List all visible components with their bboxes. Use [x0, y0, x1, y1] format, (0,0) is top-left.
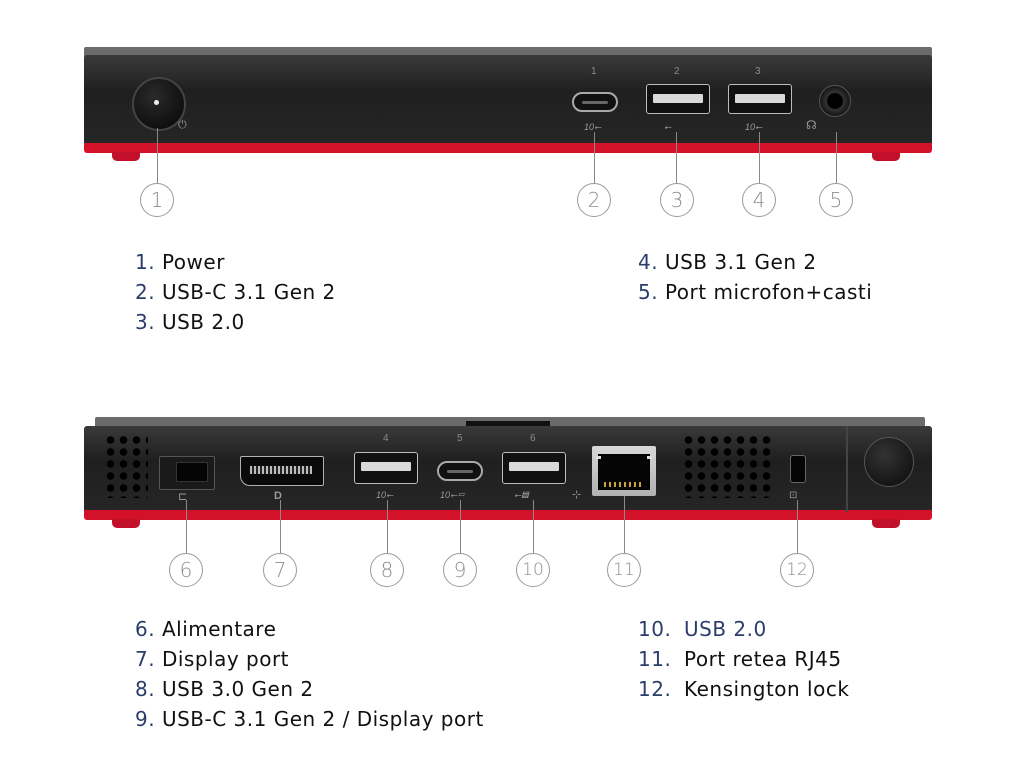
- front-usb-c-port: [572, 92, 618, 112]
- displayport-pins: [250, 466, 312, 474]
- callout-line-12: [797, 500, 798, 554]
- legend-item: 6. Alimentare: [135, 617, 277, 641]
- power-plug-icon: ⊏: [178, 491, 188, 503]
- headset-icon: ☊: [806, 118, 817, 132]
- back-legend-left: 6. Alimentare 7. Display port 8. USB 3.0…: [135, 614, 484, 734]
- front-usb-31-speed-label: 10⭠: [745, 122, 762, 133]
- callout-5: 5: [819, 183, 853, 217]
- rj45-led-right: [647, 456, 652, 459]
- right-vent-grille: [682, 434, 774, 498]
- callout-line-6: [186, 500, 187, 554]
- lock-icon: ⊡: [789, 490, 798, 501]
- callout-12: 12: [780, 553, 814, 587]
- callout-9: 9: [443, 553, 477, 587]
- front-panel: ⏻ 1 2 3 10⭠ ⭠ 10⭠ ☊ 1 2 3 4 5: [0, 0, 1015, 230]
- legend-item: 4. USB 3.1 Gen 2: [638, 250, 817, 274]
- callout-line-7: [280, 500, 281, 554]
- back-usb-c-speed-label: 10⭠▭: [440, 490, 464, 501]
- left-vent-grille: [104, 434, 148, 498]
- front-usb-2-icon: ⭠: [664, 122, 672, 132]
- back-usb-c-port: [437, 461, 483, 481]
- callout-7: 7: [263, 553, 297, 587]
- back-usb-30-speed-label: 10⭠: [376, 490, 393, 501]
- power-input-socket: [176, 462, 208, 482]
- callout-1: 1: [140, 183, 174, 217]
- legend-item: 10.USB 2.0: [638, 617, 767, 641]
- callout-4: 4: [742, 183, 776, 217]
- callout-6: 6: [169, 553, 203, 587]
- legend-item: 9. USB-C 3.1 Gen 2 / Display port: [135, 707, 484, 731]
- usb-30-speed: 10: [376, 490, 387, 500]
- port-number-3: 3: [755, 66, 761, 77]
- legend-item: 12.Kensington lock: [638, 677, 850, 701]
- kensington-slot: [790, 455, 806, 483]
- power-button[interactable]: [132, 77, 186, 131]
- callout-line-5: [836, 132, 837, 184]
- callout-line-9: [460, 500, 461, 554]
- front-foot-right: [872, 152, 900, 161]
- rj45-pins: [604, 482, 644, 487]
- back-usb-30-port: [354, 452, 418, 484]
- round-cap: [864, 437, 914, 487]
- back-lid-notch: [466, 421, 550, 427]
- back-red-strip: [84, 510, 932, 520]
- legend-item: 8. USB 3.0 Gen 2: [135, 677, 314, 701]
- front-foot-left: [112, 152, 140, 161]
- usb-trident-icon: ⭠: [594, 122, 602, 132]
- callout-line-2: [594, 132, 595, 184]
- front-legend-left: 1. Power 2. USB-C 3.1 Gen 2 3. USB 2.0: [135, 247, 336, 337]
- port-number-4: 4: [383, 433, 389, 444]
- rj45-led-left: [596, 456, 601, 459]
- usb-keyboard-icon: ⭠▤: [514, 490, 529, 500]
- legend-item: 1. Power: [135, 250, 225, 274]
- usb-c-speed: 10: [440, 490, 451, 500]
- back-foot-right: [872, 519, 900, 528]
- callout-2: 2: [577, 183, 611, 217]
- legend-item: 7. Display port: [135, 647, 290, 671]
- usb-31-speed: 10: [745, 122, 756, 132]
- legend-item: 3. USB 2.0: [135, 310, 245, 334]
- port-number-6: 6: [530, 433, 536, 444]
- usb-c-speed: 10: [584, 122, 595, 132]
- back-panel: ⊏ D 4 5 6 10⭠ 10⭠▭ ⭠▤ ⊹ ⊡ 6 7 8 9 10 11 …: [0, 400, 1015, 600]
- callout-8: 8: [370, 553, 404, 587]
- legend-item: 5. Port microfon+casti: [638, 280, 873, 304]
- front-legend-right: 4. USB 3.1 Gen 2 5. Port microfon+casti: [638, 247, 872, 307]
- back-usb-20-port: [502, 452, 566, 484]
- power-led: [154, 100, 159, 105]
- back-foot-left: [112, 519, 140, 528]
- port-number-2: 2: [674, 66, 680, 77]
- front-chassis: [84, 55, 932, 145]
- legend-item: 2. USB-C 3.1 Gen 2: [135, 280, 336, 304]
- callout-line-1: [157, 128, 158, 184]
- callout-10: 10: [516, 553, 550, 587]
- callout-3: 3: [660, 183, 694, 217]
- legend-item: 11.Port retea RJ45: [638, 647, 842, 671]
- usb-trident-icon: ⭠: [386, 490, 394, 500]
- displayport-icon: D: [274, 490, 282, 502]
- callout-11: 11: [607, 553, 641, 587]
- callout-line-4: [759, 132, 760, 184]
- network-icon: ⊹: [572, 489, 582, 501]
- audio-jack: [819, 85, 851, 117]
- front-usb-2-port: [646, 84, 710, 114]
- callout-line-3: [676, 132, 677, 184]
- back-legend-right: 10.USB 2.0 11.Port retea RJ45 12.Kensing…: [638, 614, 849, 704]
- port-number-1: 1: [591, 66, 597, 77]
- front-usb-c-speed-label: 10⭠: [584, 122, 601, 133]
- front-usb-31-port: [728, 84, 792, 114]
- front-red-strip: [84, 143, 932, 153]
- power-icon: ⏻: [178, 118, 187, 131]
- callout-line-11: [624, 496, 625, 554]
- usb-trident-icon: ⭠: [755, 122, 763, 132]
- callout-line-10: [533, 500, 534, 554]
- port-number-5: 5: [457, 433, 463, 444]
- usb-display-icon: ⭠▭: [450, 490, 465, 500]
- back-divider: [846, 426, 848, 512]
- callout-line-8: [387, 500, 388, 554]
- front-lid: [84, 47, 932, 57]
